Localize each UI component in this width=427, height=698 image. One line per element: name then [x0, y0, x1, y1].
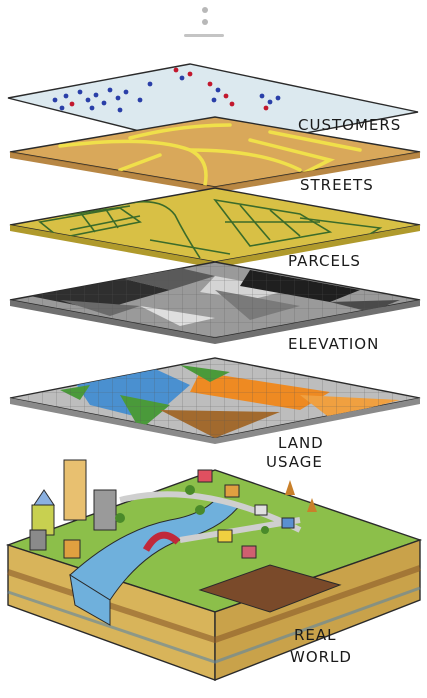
layer-land-usage: [9, 357, 421, 444]
customer-point: [85, 97, 91, 103]
label-customers: CUSTOMERS: [298, 116, 401, 134]
road: [119, 491, 302, 533]
menu-grip-icon[interactable]: [184, 7, 224, 37]
customer-point: [229, 101, 235, 107]
bridge: [142, 531, 181, 552]
customer-point: [101, 100, 107, 106]
customer-point: [123, 89, 129, 95]
customer-point: [215, 87, 221, 93]
customer-point: [259, 93, 265, 99]
customer-point: [147, 81, 153, 87]
label-elevation: ELEVATION: [288, 335, 379, 353]
customer-point: [77, 89, 83, 95]
customer-point: [275, 95, 281, 101]
farm-field: [198, 564, 342, 613]
layer-real-world: [5, 459, 423, 682]
customer-point: [59, 105, 65, 111]
customer-point: [187, 71, 193, 77]
customer-point: [93, 92, 99, 98]
customer-point: [117, 107, 123, 113]
customer-point: [52, 97, 58, 103]
layer-streets: [9, 116, 421, 193]
customer-point: [267, 99, 273, 105]
customer-point: [63, 93, 69, 99]
layer-labels: CUSTOMERS STREETS PARCELS ELEVATION LAND…: [266, 116, 401, 666]
customer-point: [69, 101, 75, 107]
label-parcels: PARCELS: [288, 252, 361, 270]
label-real: REAL: [294, 626, 337, 644]
customer-point: [173, 67, 179, 73]
parcel-lines: [38, 198, 383, 259]
customer-point: [223, 93, 229, 99]
customer-point: [179, 75, 185, 81]
customer-point: [89, 105, 95, 111]
customer-point: [211, 97, 217, 103]
label-land: LAND: [278, 434, 324, 452]
customer-point: [263, 105, 269, 111]
customer-point: [115, 95, 121, 101]
layer-customers: [7, 63, 419, 151]
customer-point: [137, 97, 143, 103]
label-usage: USAGE: [266, 453, 323, 471]
layer-parcels: [9, 187, 421, 268]
street-lines: [58, 123, 362, 187]
customer-point: [207, 81, 213, 87]
label-streets: STREETS: [300, 176, 374, 194]
customer-point: [107, 87, 113, 93]
buildings: [29, 459, 295, 559]
trees: [115, 480, 317, 534]
customer-points: [52, 67, 281, 113]
label-world: WORLD: [290, 648, 352, 666]
